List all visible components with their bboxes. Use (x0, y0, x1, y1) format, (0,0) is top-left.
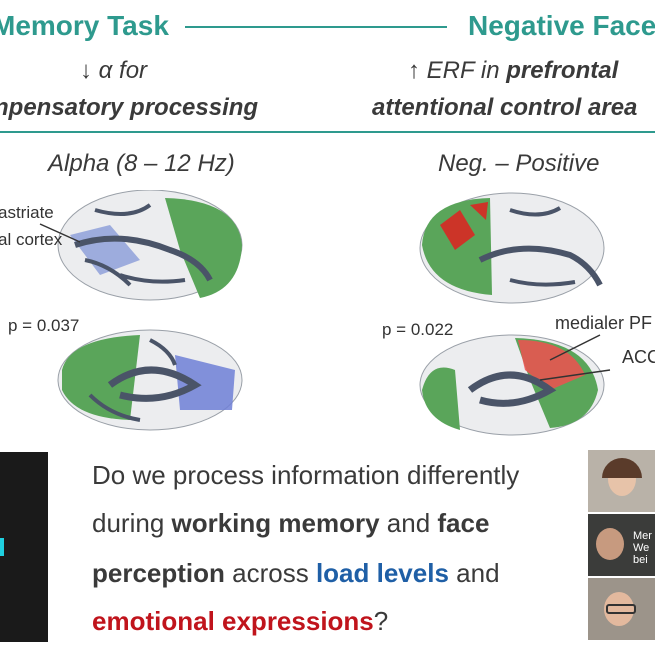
participant-avatar (596, 528, 624, 560)
left-subtitle-line2: npensatory processing (0, 94, 259, 121)
tile-caption: Mer We bei (633, 530, 652, 566)
left-pvalue: p = 0.037 (8, 316, 80, 335)
region-label-line2: al cortex (0, 230, 63, 249)
hair-shape (602, 458, 642, 478)
glasses-icon (606, 604, 636, 614)
question-line2: during working memory and face (92, 508, 490, 538)
left-brain-lateral (57, 190, 243, 301)
label-acc: ACC (622, 347, 655, 367)
right-subtitle-line1: ↑ ERF in prefrontal (408, 57, 619, 84)
left-subtitle-line1: ↓ α for (80, 57, 148, 84)
right-pvalue: p = 0.022 (382, 320, 454, 339)
header-divider (185, 26, 447, 28)
section-divider (0, 131, 655, 133)
left-brain-medial (57, 329, 243, 431)
acc-pointer-line (539, 369, 611, 381)
right-subtitle-line2: attentional control area (372, 94, 638, 121)
video-tile-1[interactable] (588, 450, 655, 512)
right-brain-lateral (419, 192, 605, 304)
dark-side-panel (0, 452, 48, 642)
cyan-marker (0, 538, 4, 556)
question-line4: emotional expressions? (92, 606, 389, 636)
right-brain-figure (419, 192, 611, 436)
video-tile-2[interactable]: Mer We bei (588, 514, 655, 576)
question-line3: perception across load levels and (92, 558, 500, 588)
mpfc-pointer-line (549, 334, 601, 361)
left-brain-figure (39, 190, 243, 431)
right-brain-medial (419, 334, 605, 436)
right-section-title: Negative Face (468, 10, 655, 41)
label-medial-pfc: medialer PF (555, 313, 653, 333)
region-pointer-line (39, 223, 81, 243)
question-line1: Do we process information differently (92, 460, 520, 490)
region-label-line1: astriate (0, 203, 54, 222)
left-heading: Alpha (8 – 12 Hz) (48, 150, 235, 177)
left-section-title: Memory Task (0, 10, 169, 41)
participant-avatar (604, 592, 634, 626)
right-heading: Neg. – Positive (438, 150, 600, 177)
video-tile-3[interactable] (588, 578, 655, 640)
